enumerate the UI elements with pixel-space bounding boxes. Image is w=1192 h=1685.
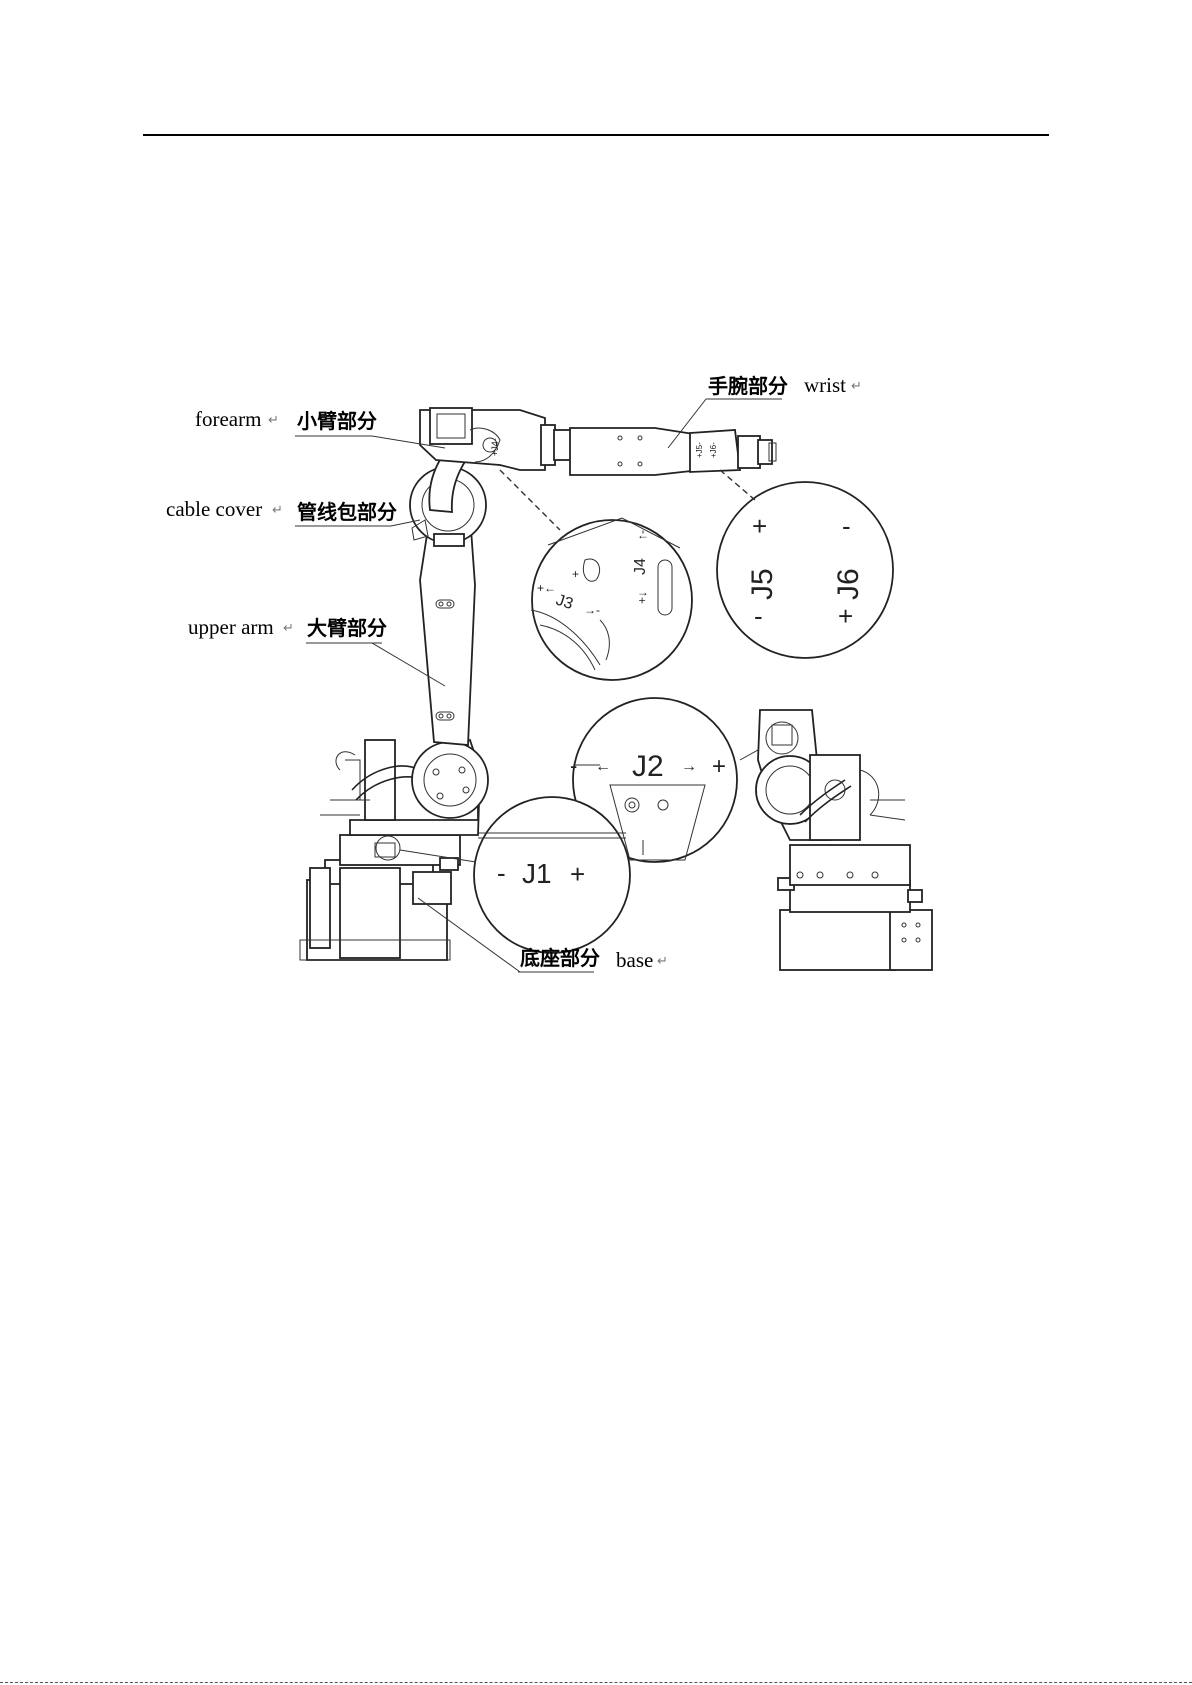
cable-cover-cn-label: 管线包部分	[297, 500, 397, 524]
robot-wrist: +J5- +J6-	[690, 430, 776, 472]
base-en-label: base	[616, 948, 653, 972]
j3-leader	[500, 470, 560, 530]
j5-minus: -	[754, 601, 763, 631]
label-forearm: forearm ↵ 小臂部分	[195, 407, 445, 448]
svg-text:+←: +←	[537, 581, 556, 595]
j5-plus: +	[752, 511, 767, 541]
j5-leader	[720, 470, 755, 500]
svg-text:+↓: +↓	[635, 591, 649, 604]
robot-base	[300, 835, 460, 960]
forearm-en-label: forearm	[195, 407, 261, 431]
svg-text:+: +	[572, 567, 579, 581]
robot-forearm: +J4-	[420, 408, 725, 475]
svg-text:+J5-: +J5-	[695, 442, 704, 458]
j4-label: J4	[632, 558, 649, 575]
upper-arm-return-mark: ↵	[283, 621, 294, 636]
svg-text:←: ←	[595, 758, 611, 775]
base-return-mark: ↵	[657, 954, 668, 969]
wrist-en-label: wrist	[804, 373, 846, 397]
wrist-return-mark: ↵	[851, 379, 862, 394]
j1-minus: -	[497, 858, 506, 888]
j1-label: J1	[522, 858, 552, 889]
j1-detail: - J1 +	[474, 797, 630, 953]
svg-text:→-: →-	[584, 603, 600, 617]
cable-cover-return-mark: ↵	[272, 503, 283, 518]
label-cable-cover: cable cover ↵ 管线包部分	[166, 497, 420, 526]
j2-label: J2	[632, 750, 664, 783]
forearm-cn-label: 小臂部分	[297, 409, 377, 433]
j5-j6-detail: J5 + - J6 - +	[717, 482, 893, 658]
j6-minus: -	[842, 511, 851, 541]
svg-text:→: →	[681, 758, 697, 775]
upper-arm-en-label: upper arm	[188, 615, 274, 639]
svg-text:+J4-: +J4-	[490, 438, 500, 456]
forearm-return-mark: ↵	[268, 413, 279, 428]
svg-text:+J6-: +J6-	[709, 442, 718, 458]
base-cn-label: 底座部分	[520, 946, 600, 970]
robot-front-view	[756, 710, 932, 970]
cable-cover-en-label: cable cover	[166, 497, 262, 521]
j6-plus: +	[838, 601, 853, 631]
wrist-cn-label: 手腕部分	[708, 374, 788, 398]
j3-j4-detail: J3 +← →- J4 +↓ ↑- +	[531, 518, 692, 680]
j2-plus: +	[712, 753, 726, 780]
label-upper-arm: upper arm ↵ 大臂部分	[188, 615, 445, 686]
j1-plus: +	[570, 859, 585, 889]
robot-upper-arm	[412, 515, 488, 818]
upper-arm-cn-label: 大臂部分	[307, 616, 387, 640]
j2-minus: -	[570, 753, 577, 778]
j6-label: J6	[832, 568, 865, 600]
svg-text:↑-: ↑-	[635, 530, 649, 540]
j5-label: J5	[746, 568, 779, 600]
